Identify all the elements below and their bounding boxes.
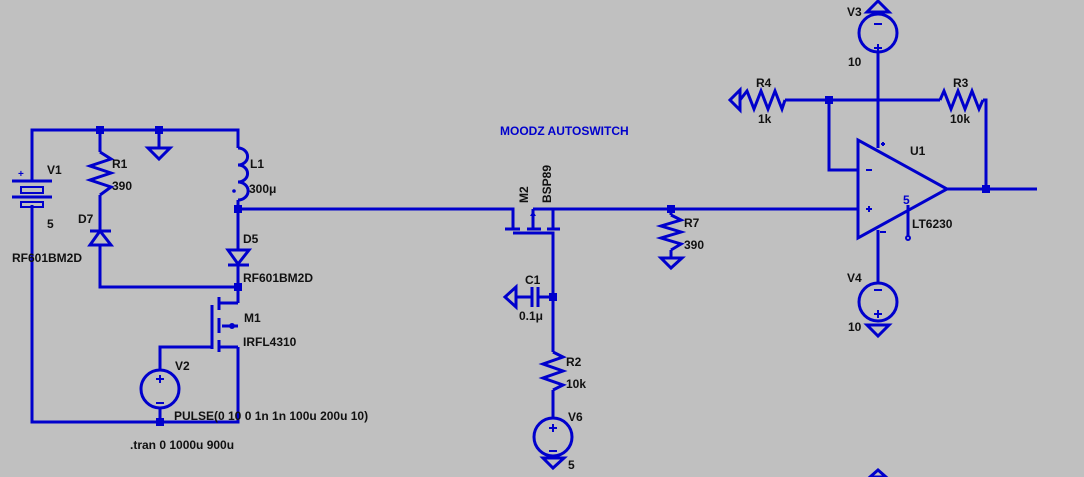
v3-value: 10 (848, 55, 862, 69)
m2-value: BSP89 (540, 165, 554, 203)
battery-v1-icon[interactable]: + (12, 169, 52, 208)
v6-value: 5 (568, 458, 575, 472)
r7-name: R7 (684, 216, 700, 230)
ground-icons (144, 0, 893, 477)
r2-name: R2 (566, 355, 582, 369)
c1-name: C1 (525, 273, 541, 287)
u1-value: LT6230 (912, 217, 953, 231)
d5-value: RF601BM2D (243, 271, 313, 285)
u1-pin-label: 5 (903, 193, 910, 207)
r1-value: 390 (112, 179, 132, 193)
r1-name: R1 (112, 157, 128, 171)
resistor-r4-icon[interactable] (738, 86, 787, 114)
m1-value: IRFL4310 (243, 335, 297, 349)
svg-text:+: + (18, 169, 24, 180)
c1-value: 0.1μ (519, 309, 543, 323)
r3-name: R3 (953, 76, 969, 90)
l1-name: L1 (250, 157, 264, 171)
v4-value: 10 (848, 320, 862, 334)
junction-dots (96, 96, 990, 426)
tran-directive[interactable]: .tran 0 1000u 900u (130, 438, 234, 452)
opamp-u1-icon[interactable] (856, 137, 951, 241)
diode-d5-icon[interactable] (225, 248, 253, 267)
r4-name: R4 (756, 76, 772, 90)
d5-name: D5 (243, 232, 259, 246)
r2-value: 10k (566, 377, 586, 391)
mosfet-m1-icon[interactable] (210, 297, 238, 352)
diode-d7-icon[interactable] (87, 228, 115, 247)
capacitor-c1-icon[interactable] (530, 287, 540, 307)
v4-name: V4 (847, 271, 862, 285)
m1-name: M1 (244, 311, 261, 325)
inductor-l1-icon[interactable] (232, 146, 250, 202)
m2-name: M2 (517, 186, 531, 203)
r3-value: 10k (950, 112, 970, 126)
d7-name: D7 (78, 212, 94, 226)
l1-value: 300μ (249, 182, 276, 196)
mosfet-m2-icon[interactable] (505, 207, 560, 231)
resistor-r2-icon[interactable] (538, 350, 568, 392)
voltage-source-v2-icon[interactable] (139, 368, 181, 410)
r7-value: 390 (684, 238, 704, 252)
v3-name: V3 (847, 5, 862, 19)
u1-name: U1 (910, 144, 926, 158)
v2-name: V2 (175, 359, 190, 373)
voltage-source-v3-icon[interactable] (857, 12, 899, 54)
v1-value: 5 (47, 217, 54, 231)
v6-name: V6 (568, 410, 583, 424)
voltage-source-v6-icon[interactable] (532, 416, 574, 458)
v1-name: V1 (47, 163, 62, 177)
resistor-r3-icon[interactable] (938, 86, 985, 114)
resistor-r7-icon[interactable] (655, 213, 687, 252)
r4-value: 1k (758, 112, 772, 126)
voltage-source-v4-icon[interactable] (857, 281, 899, 323)
schematic-title: MOODZ AUTOSWITCH (500, 124, 629, 138)
d7-value: RF601BM2D (12, 251, 82, 265)
v2-value: PULSE(0 10 0 1n 1n 100u 200u 10) (174, 409, 368, 423)
resistor-r1-icon[interactable] (85, 150, 116, 197)
